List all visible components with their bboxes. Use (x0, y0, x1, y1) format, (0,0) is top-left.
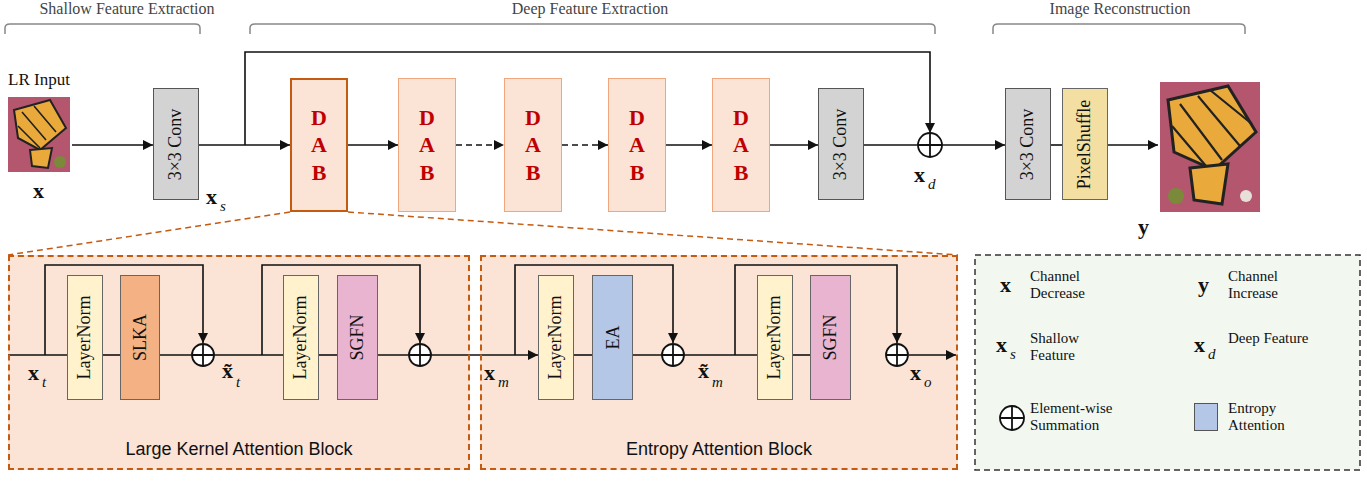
legend-text: Channel Increase (1228, 268, 1320, 303)
conv-box: 3×3 Conv (1005, 88, 1051, 200)
node-text: DAB (308, 104, 330, 187)
connector (378, 354, 538, 356)
math-symbol: x (1194, 332, 1205, 358)
math-symbol: x (206, 184, 217, 210)
math-symbol: s (220, 198, 226, 215)
panel-fill (8, 255, 470, 470)
math-symbol: y (1198, 272, 1209, 298)
layernorm-box: LayerNorm (283, 275, 319, 400)
node-text: DAB (522, 104, 544, 187)
math-symbol: m (712, 374, 723, 391)
connector (666, 144, 712, 146)
connector (199, 144, 290, 146)
panel-fill (480, 255, 958, 470)
layernorm-box: LayerNorm (67, 275, 103, 400)
node-text: LayerNorm (291, 296, 312, 380)
dab-block: DAB (608, 78, 666, 212)
connector (160, 354, 283, 356)
math-symbol: x (484, 360, 495, 386)
math-symbol: x (28, 360, 39, 386)
node-text: 3×3 Conv (831, 108, 852, 180)
connector (456, 144, 504, 146)
math-symbol: x (914, 162, 925, 188)
math-symbol: t (236, 374, 240, 391)
slka-box: SLKA (120, 275, 160, 400)
layernorm-box: LayerNorm (757, 275, 793, 400)
math-symbol: d (1208, 346, 1216, 363)
output-image (1160, 82, 1260, 212)
legend-text: Deep Feature (1228, 330, 1320, 347)
node-text: DAB (626, 104, 648, 187)
input-label: LR Input (8, 70, 70, 90)
math-symbol: x (1000, 272, 1011, 298)
dab-block: DAB (290, 78, 348, 212)
node-text: 3×3 Conv (1018, 108, 1039, 180)
math-symbol: d (928, 176, 936, 193)
section-title: Deep Feature Extraction (512, 0, 668, 18)
conv-box: 3×3 Conv (153, 88, 199, 200)
block-panel: Entropy Attention Block LayerNorm EA LayerN… (480, 255, 958, 470)
node-text: SGFN (347, 314, 368, 360)
layernorm-box: LayerNorm (538, 275, 574, 400)
math-symbol: t (42, 374, 46, 391)
sgfn-box: SGFN (810, 275, 851, 400)
connector (770, 144, 818, 146)
math-symbol: x (33, 178, 44, 204)
math-symbol: s (1010, 346, 1016, 363)
section-title: Shallow Feature Extraction (39, 0, 214, 18)
connector (348, 144, 398, 146)
connector (793, 354, 810, 356)
node-text: LayerNorm (546, 296, 567, 380)
legend-text: Shallow Feature (1030, 330, 1122, 365)
math-symbol: m (498, 374, 509, 391)
connector (574, 354, 592, 356)
node-text: 3×3 Conv (166, 108, 187, 180)
math-symbol: x̃ (222, 358, 233, 384)
legend-box (975, 255, 1360, 470)
connector (103, 354, 120, 356)
math-symbol: y (1138, 214, 1149, 240)
wire (8, 52, 1158, 355)
node-text: SGFN (820, 314, 841, 360)
node-text: DAB (416, 104, 438, 187)
section-bracket (5, 24, 1245, 34)
connector (1051, 144, 1062, 146)
dab-block: DAB (398, 78, 456, 212)
node-text: LayerNorm (75, 296, 96, 380)
legend-swatch (1194, 403, 1218, 431)
node-text: PixelShuffle (1075, 99, 1096, 189)
pixelshuffle-box: PixelShuffle (1062, 88, 1108, 200)
legend-text: Entropy Attention (1228, 400, 1320, 435)
dab-block: DAB (712, 78, 770, 212)
node-text: LayerNorm (765, 296, 786, 380)
node-text: SLKA (130, 314, 151, 361)
ea-box: EA (592, 275, 633, 400)
node-text: Large Kernel Attention Block (10, 439, 468, 460)
node-text: EA (602, 326, 623, 350)
node-text: Entropy Attention Block (482, 439, 956, 460)
legend-text: Element-wise Summation (1030, 400, 1122, 435)
dab-block: DAB (504, 78, 562, 212)
sgfn-box: SGFN (337, 275, 378, 400)
math-symbol: o (924, 374, 932, 391)
connector (562, 144, 608, 146)
math-symbol: x̃ (698, 358, 709, 384)
node-text: DAB (730, 104, 752, 187)
input-image (8, 97, 70, 172)
section-title: Image Reconstruction (1050, 0, 1191, 18)
math-symbol: x (996, 332, 1007, 358)
zoom-line (8, 212, 958, 255)
math-symbol: x (910, 360, 921, 386)
connector (633, 354, 757, 356)
connector (319, 354, 337, 356)
legend-text: Channel Decrease (1030, 268, 1122, 303)
block-panel: Large Kernel Attention Block LayerNorm SLK… (8, 255, 470, 470)
conv-box: 3×3 Conv (818, 88, 864, 200)
